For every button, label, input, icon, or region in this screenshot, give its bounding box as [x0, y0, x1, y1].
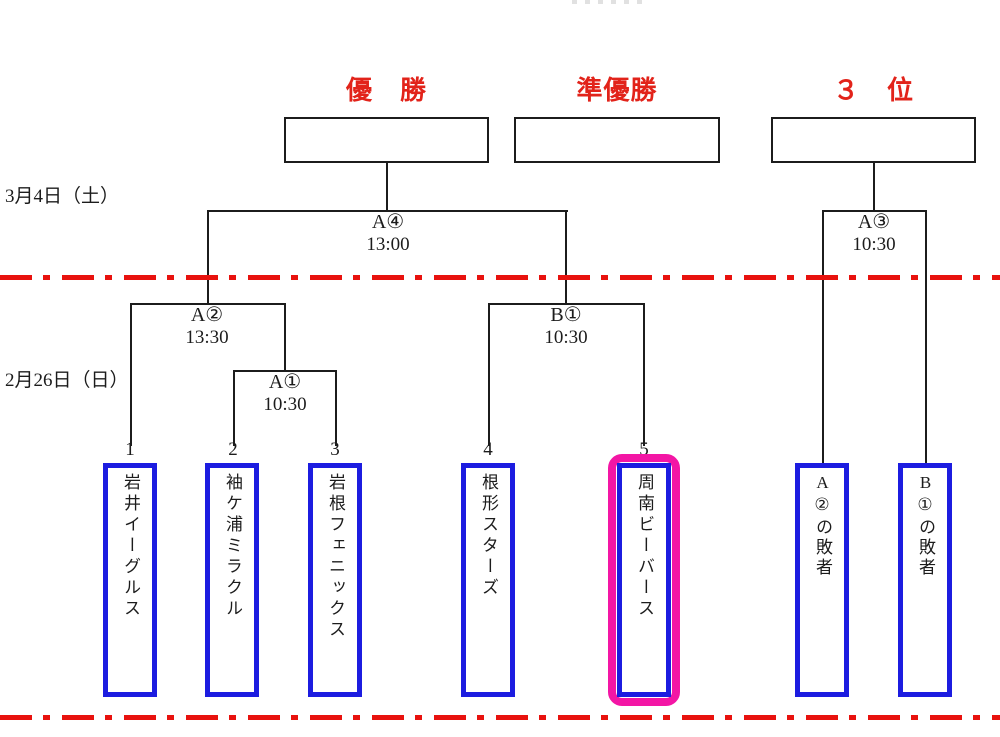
team-box-loser-b1: B①の敗者 [898, 463, 952, 697]
third-place-result-box [771, 117, 976, 163]
match-label-b1: B① 10:30 [521, 304, 611, 349]
champion-result-box [284, 117, 489, 163]
team-box-5: 周南ビーバース [617, 463, 671, 697]
divider-line-bottom [0, 715, 1000, 720]
match-a1-name: A① [268, 371, 302, 393]
highlight-ring-team-5 [608, 454, 680, 706]
connector-final-left-leg [207, 210, 209, 305]
connector-champion-drop [386, 163, 388, 210]
connector-final-right-leg [565, 210, 567, 305]
connector-b1-horizontal [488, 303, 645, 305]
connector-b1-right-leg [643, 303, 645, 446]
match-a1-time: 10:30 [263, 394, 307, 415]
team-box-3: 岩根フェニックス [308, 463, 362, 697]
header-third-place: ３ 位 [832, 76, 914, 105]
seed-number-2: 2 [228, 439, 238, 460]
connector-a1-right-leg [335, 370, 337, 446]
connector-b1-left-leg [488, 303, 490, 446]
connector-third-right-leg [925, 210, 927, 463]
connector-third-left-leg [822, 210, 824, 463]
team-name-4: 根形スターズ [479, 473, 498, 599]
team-name-loser-b1: B①の敗者 [916, 473, 935, 578]
match-label-a2: A② 13:30 [162, 304, 252, 349]
team-box-1: 岩井イーグルス [103, 463, 157, 697]
header-champion: 優 勝 [345, 76, 427, 105]
match-a4-name: A④ [371, 211, 405, 233]
team-name-3: 岩根フェニックス [326, 473, 345, 641]
divider-line-top [0, 275, 1000, 280]
seed-number-3: 3 [330, 439, 340, 460]
match-b1-name: B① [550, 304, 582, 326]
connector-third-horizontal [822, 210, 927, 212]
connector-a2-right-leg [284, 303, 286, 372]
team-name-2: 袖ケ浦ミラクル [223, 473, 242, 620]
match-a2-time: 13:30 [185, 327, 229, 348]
date-label-round1: 2月26日（日） [5, 370, 129, 391]
header-runner-up: 準優勝 [576, 76, 658, 105]
match-b1-time: 10:30 [544, 327, 588, 348]
match-label-a4: A④ 13:00 [343, 211, 433, 256]
match-a4-time: 13:00 [366, 234, 410, 255]
date-label-round2: 3月4日（土） [5, 186, 120, 207]
match-label-a1: A① 10:30 [240, 371, 330, 416]
connector-final-horizontal [207, 210, 568, 212]
seed-number-5: 5 [639, 439, 649, 460]
runner-up-result-box [514, 117, 720, 163]
connector-a1-left-leg [233, 370, 235, 446]
connector-a1-horizontal [233, 370, 337, 372]
team-box-loser-a2: A②の敗者 [795, 463, 849, 697]
connector-third-drop [873, 163, 875, 210]
match-a3-time: 10:30 [852, 234, 896, 255]
team-name-5: 周南ビーバース [635, 473, 654, 620]
connector-a2-horizontal [130, 303, 286, 305]
team-box-2: 袖ケ浦ミラクル [205, 463, 259, 697]
match-a3-name: A③ [857, 211, 891, 233]
match-a2-name: A② [190, 304, 224, 326]
team-name-1: 岩井イーグルス [121, 473, 140, 620]
connector-a2-left-leg [130, 303, 132, 446]
match-label-a3: A③ 10:30 [829, 211, 919, 256]
team-name-loser-a2: A②の敗者 [813, 473, 832, 578]
cropped-title-artifact [572, 0, 644, 4]
seed-number-1: 1 [125, 439, 135, 460]
seed-number-4: 4 [483, 439, 493, 460]
team-box-4: 根形スターズ [461, 463, 515, 697]
